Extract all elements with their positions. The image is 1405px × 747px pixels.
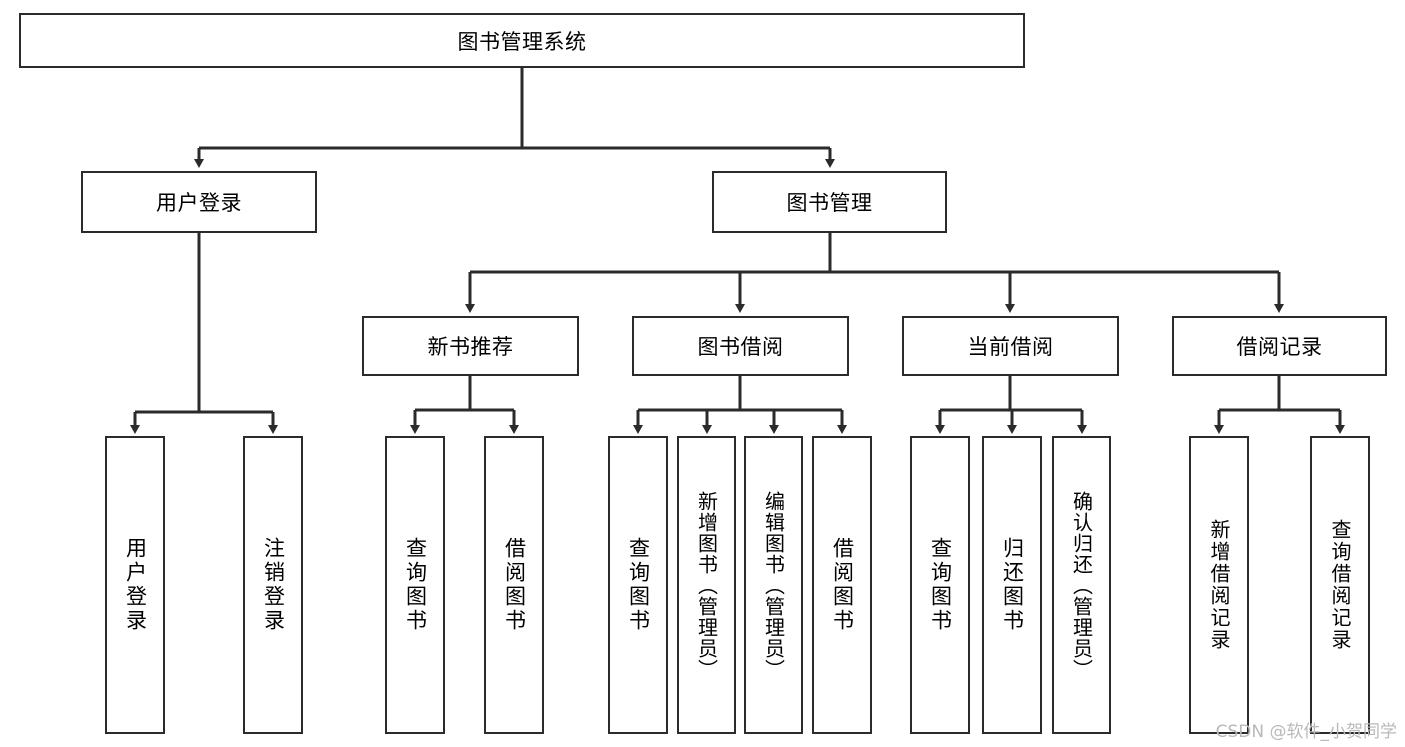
node-book-management-label: 图书管理 bbox=[786, 191, 873, 215]
leaf-query-book-current-label: 查询图书 bbox=[928, 537, 953, 633]
leaf-return-book-label: 归还图书 bbox=[1000, 537, 1025, 633]
leaf-borrow-book-label: 借阅图书 bbox=[830, 537, 855, 633]
leaf-borrow-book[interactable]: 借阅图书 bbox=[812, 436, 872, 734]
csdn-watermark: CSDN @软件_小贺同学 bbox=[1215, 722, 1397, 742]
leaf-edit-book-admin[interactable]: 编辑图书（管理员） bbox=[744, 436, 803, 734]
leaf-add-borrow-record[interactable]: 新增借阅记录 bbox=[1189, 436, 1249, 734]
leaf-user-login[interactable]: 用户登录 bbox=[105, 436, 165, 734]
leaf-borrow-book-recommend[interactable]: 借阅图书 bbox=[484, 436, 544, 734]
leaf-edit-book-admin-label: 编辑图书（管理员） bbox=[761, 490, 786, 680]
leaf-query-borrow-record[interactable]: 查询借阅记录 bbox=[1310, 436, 1370, 734]
leaf-add-book-admin[interactable]: 新增图书（管理员） bbox=[677, 436, 736, 734]
leaf-query-book-recommend[interactable]: 查询图书 bbox=[385, 436, 445, 734]
node-borrow-records[interactable]: 借阅记录 bbox=[1172, 316, 1387, 376]
leaf-query-book-recommend-label: 查询图书 bbox=[403, 537, 428, 633]
leaf-add-borrow-record-label: 新增借阅记录 bbox=[1207, 519, 1231, 651]
node-borrow-records-label: 借阅记录 bbox=[1236, 335, 1323, 359]
leaf-query-book-current[interactable]: 查询图书 bbox=[910, 436, 970, 734]
node-root[interactable]: 图书管理系统 bbox=[19, 13, 1025, 68]
node-user-login-label: 用户登录 bbox=[156, 191, 242, 215]
leaf-query-book-borrow-label: 查询图书 bbox=[626, 537, 651, 633]
leaf-query-book-borrow[interactable]: 查询图书 bbox=[608, 436, 668, 734]
leaf-logout-label: 注销登录 bbox=[261, 537, 286, 633]
node-current-borrow[interactable]: 当前借阅 bbox=[902, 316, 1119, 376]
leaf-add-book-admin-label: 新增图书（管理员） bbox=[694, 490, 719, 680]
leaf-query-borrow-record-label: 查询借阅记录 bbox=[1328, 519, 1352, 651]
node-book-management[interactable]: 图书管理 bbox=[712, 171, 947, 233]
node-book-borrow[interactable]: 图书借阅 bbox=[632, 316, 849, 376]
node-new-book-recommend[interactable]: 新书推荐 bbox=[362, 316, 579, 376]
node-new-book-recommend-label: 新书推荐 bbox=[427, 335, 514, 359]
leaf-return-book[interactable]: 归还图书 bbox=[982, 436, 1042, 734]
leaf-confirm-return-admin-label: 确认归还（管理员） bbox=[1069, 490, 1094, 680]
node-current-borrow-label: 当前借阅 bbox=[967, 335, 1054, 359]
leaf-logout[interactable]: 注销登录 bbox=[243, 436, 303, 734]
leaf-confirm-return-admin[interactable]: 确认归还（管理员） bbox=[1052, 436, 1111, 734]
leaf-borrow-book-recommend-label: 借阅图书 bbox=[502, 537, 527, 633]
leaf-user-login-label: 用户登录 bbox=[123, 537, 148, 633]
node-user-login[interactable]: 用户登录 bbox=[81, 171, 317, 233]
node-book-borrow-label: 图书借阅 bbox=[697, 335, 784, 359]
node-root-label: 图书管理系统 bbox=[457, 29, 587, 54]
